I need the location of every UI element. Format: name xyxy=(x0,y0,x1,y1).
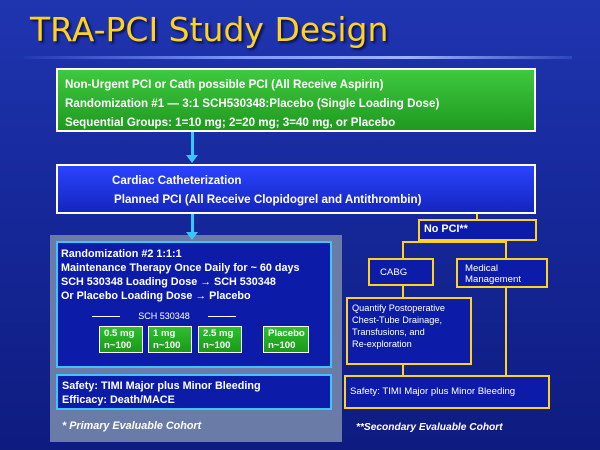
dose-label: 0.5 mg xyxy=(104,328,135,339)
cabg-box: CABG xyxy=(368,258,434,286)
randomization-2-line-2: Maintenance Therapy Once Daily for ~ 60 … xyxy=(61,262,300,274)
sch-530348-label: SCH 530348 xyxy=(92,310,236,322)
medical-connector xyxy=(505,241,507,259)
medical-line-1: Medical xyxy=(465,263,499,274)
dose-box-2-5mg: 2.5 mg n~100 xyxy=(198,326,242,353)
dose-label: 1 mg xyxy=(153,328,176,339)
catheterization-line-2: Planned PCI (All Receive Clopidogrel and… xyxy=(114,193,422,206)
medical-line-2: Management xyxy=(465,274,521,285)
enrollment-line-2: Randomization #1 — 3:1 SCH530348:Placebo… xyxy=(65,97,440,110)
no-pci-box: No PCI** xyxy=(418,219,537,241)
arrow-head-2 xyxy=(186,232,198,240)
title-underline xyxy=(24,56,572,59)
dose-box-1mg: 1 mg n~100 xyxy=(148,326,192,353)
medical-to-safety-connector xyxy=(505,288,507,376)
secondary-cohort-footnote: **Secondary Evaluable Cohort xyxy=(356,422,503,433)
arrow-head-1 xyxy=(186,155,198,163)
no-pci-connector-vertical xyxy=(476,214,478,220)
cabg-to-quantify-connector xyxy=(402,286,404,298)
primary-safety-endpoint: Safety: TIMI Major plus Minor Bleeding xyxy=(62,380,261,392)
primary-cohort-footnote: * Primary Evaluable Cohort xyxy=(62,420,202,432)
dose-n: n~100 xyxy=(153,340,181,351)
dose-n: n~100 xyxy=(268,340,296,351)
dose-label: 2.5 mg xyxy=(203,328,234,339)
enrollment-box: Non-Urgent PCI or Cath possible PCI (All… xyxy=(56,68,536,132)
randomization-2-line-1: Randomization #2 1:1:1 xyxy=(61,248,182,260)
catheterization-box: Cardiac Catheterization Planned PCI (All… xyxy=(56,164,536,214)
cabg-connector xyxy=(402,241,404,259)
arrow-shaft-1 xyxy=(191,132,194,156)
quantify-line-4: Re-exploration xyxy=(352,339,412,349)
enrollment-line-1: Non-Urgent PCI or Cath possible PCI (All… xyxy=(65,78,384,91)
randomization-2-line-3: SCH 530348 Loading Dose → SCH 530348 xyxy=(61,276,276,288)
dose-box-placebo: Placebo n~100 xyxy=(263,326,309,353)
enrollment-line-3: Sequential Groups: 1=10 mg; 2=20 mg; 3=4… xyxy=(65,116,396,129)
page-title: TRA-PCI Study Design xyxy=(30,10,389,49)
arrow-shaft-2 xyxy=(191,214,194,233)
no-pci-branch-horizontal xyxy=(402,241,506,243)
quantify-to-safety-connector xyxy=(402,365,404,376)
primary-endpoints-box: Safety: TIMI Major plus Minor Bleeding E… xyxy=(56,374,332,410)
randomization-2-box: Randomization #2 1:1:1 Maintenance Thera… xyxy=(56,241,332,368)
dose-box-0-5mg: 0.5 mg n~100 xyxy=(99,326,143,353)
quantify-line-1: Quantify Postoperative xyxy=(352,303,445,313)
secondary-safety-box: Safety: TIMI Major plus Minor Bleeding xyxy=(344,375,550,409)
catheterization-line-1: Cardiac Catheterization xyxy=(112,174,242,187)
dose-label: Placebo xyxy=(268,328,305,339)
dose-n: n~100 xyxy=(203,340,231,351)
primary-efficacy-endpoint: Efficacy: Death/MACE xyxy=(62,394,175,406)
randomization-2-line-4: Or Placebo Loading Dose → Placebo xyxy=(61,290,251,302)
medical-management-box: Medical Management xyxy=(456,258,548,288)
quantify-line-2: Chest-Tube Drainage, xyxy=(352,315,443,325)
quantify-line-3: Transfusions, and xyxy=(352,327,425,337)
quantify-postoperative-box: Quantify Postoperative Chest-Tube Draina… xyxy=(346,297,472,365)
dose-n: n~100 xyxy=(104,340,132,351)
